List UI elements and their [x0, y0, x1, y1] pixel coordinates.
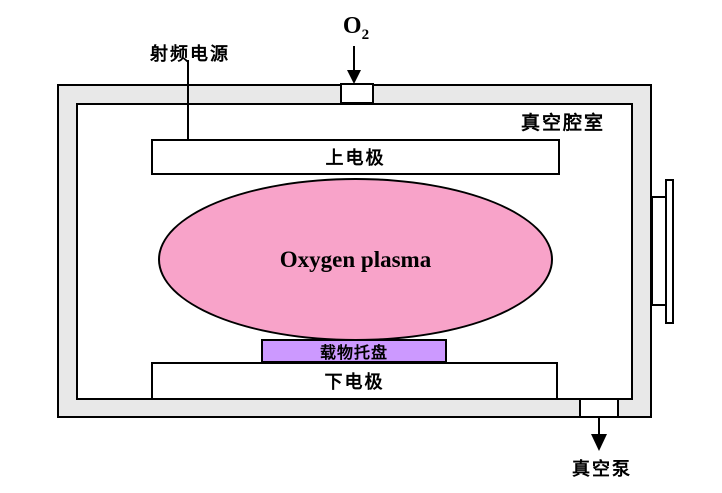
rf-power-label: 射频电源 [150, 44, 230, 64]
gas-inlet-arrow-head-icon [347, 70, 361, 84]
lower-electrode: 下电极 [151, 362, 558, 400]
lower-electrode-label: 下电极 [324, 372, 385, 392]
side-viewport-plate [665, 179, 674, 324]
gas-inlet-port [340, 83, 374, 104]
gas-o2-label: O2 [326, 13, 386, 43]
gas-inlet-arrow-shaft [353, 46, 355, 72]
vacuum-chamber-label: 真空腔室 [520, 113, 605, 134]
pump-outlet-port [579, 398, 619, 418]
vacuum-pump-label: 真空泵 [572, 459, 632, 479]
rf-power-lead-line [187, 60, 189, 139]
gas-o2-subscript: 2 [361, 26, 370, 43]
pump-arrow-shaft [598, 417, 600, 436]
upper-electrode-label: 上电极 [325, 148, 386, 168]
sample-tray-label: 载物托盘 [319, 345, 388, 362]
upper-electrode: 上电极 [151, 139, 560, 175]
oxygen-plasma-ellipse: Oxygen plasma [158, 178, 553, 341]
sample-tray: 载物托盘 [261, 339, 447, 363]
pump-arrow-head-icon [591, 434, 607, 451]
plasma-label: Oxygen plasma [279, 246, 432, 272]
gas-o2-symbol: O [342, 13, 362, 39]
